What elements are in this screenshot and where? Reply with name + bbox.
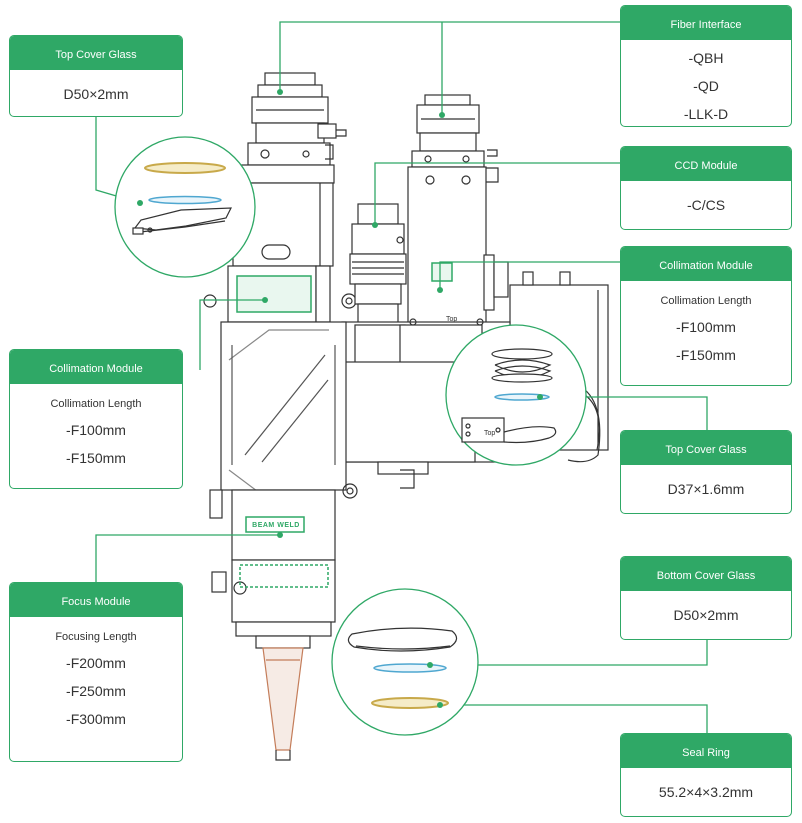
callout-top-cover-right: Top Cover Glass D37×1.6mm [620, 430, 792, 514]
top-marker-label-zoom: Top [484, 430, 496, 437]
ccd-camera [349, 203, 407, 325]
main-body [209, 321, 358, 561]
callout-value: -C/CS [686, 197, 726, 213]
callout-title: CCD Module [621, 147, 791, 181]
callout-title: Focus Module [10, 583, 182, 617]
callout-top-cover-left: Top Cover Glass D50×2mm [9, 35, 183, 117]
right-collimation-body [407, 166, 509, 328]
callout-title: Fiber Interface [621, 6, 791, 40]
callout-value: -F250mm [66, 683, 126, 699]
callout-value: -F150mm [676, 347, 736, 363]
callout-value: -F150mm [66, 450, 126, 466]
callout-fiber-interface: Fiber Interface -QBH -QD -LLK-D [620, 5, 792, 127]
callout-seal-ring: Seal Ring 55.2×4×3.2mm [620, 733, 792, 817]
callout-title: Collimation Module [621, 247, 791, 281]
top-marker-label: Top [446, 316, 458, 323]
callout-value: -F100mm [66, 422, 126, 438]
callout-collimation-right: Collimation Module Collimation Length -F… [620, 246, 792, 386]
callout-value: -LLK-D [683, 106, 729, 122]
magnifier-top-cover-left [114, 136, 256, 278]
callout-bottom-cover: Bottom Cover Glass D50×2mm [620, 556, 792, 640]
callout-value: D37×1.6mm [667, 481, 745, 497]
callout-value: -QBH [688, 50, 724, 66]
magnifier-bottom-cover [331, 588, 479, 736]
leader-dots [137, 89, 543, 708]
callout-ccd-module: CCD Module -C/CS [620, 146, 792, 230]
callout-value: D50×2mm [673, 607, 739, 623]
brand-label: BEAM WELD [252, 522, 300, 529]
callout-title: Collimation Module [10, 350, 182, 384]
callout-value: -QD [693, 78, 719, 94]
callout-title: Seal Ring [621, 734, 791, 768]
callout-subtitle: Focusing Length [55, 631, 137, 643]
callout-collimation-left: Collimation Module Collimation Length -F… [9, 349, 183, 489]
callout-value: D50×2mm [63, 86, 129, 102]
callout-value: -F100mm [676, 319, 736, 335]
callout-title: Bottom Cover Glass [621, 557, 791, 591]
callout-subtitle: Collimation Length [50, 398, 142, 410]
callout-title: Top Cover Glass [621, 431, 791, 465]
callout-focus-module: Focus Module Focusing Length -F200mm -F2… [9, 582, 183, 762]
callout-value: 55.2×4×3.2mm [658, 784, 754, 800]
callout-value: -F200mm [66, 655, 126, 671]
highlight-windows [236, 262, 453, 588]
callout-subtitle: Collimation Length [660, 295, 752, 307]
left-fiber-connector [231, 72, 347, 184]
nozzle [262, 647, 304, 761]
magnifier-top-cover-right [445, 324, 587, 466]
focus-module-body [211, 559, 336, 649]
callout-value: -F300mm [66, 711, 126, 727]
callout-title: Top Cover Glass [10, 36, 182, 70]
